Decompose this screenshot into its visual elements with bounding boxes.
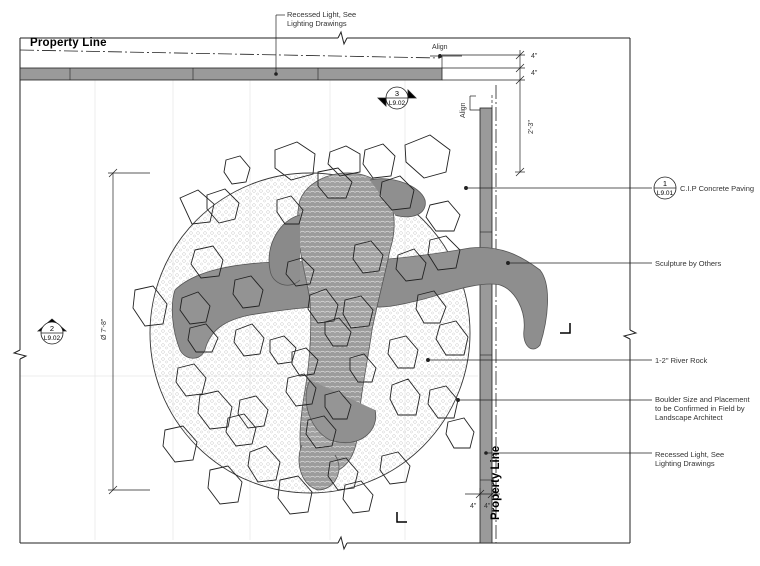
callout-section-top-number: 3 [394,89,400,98]
boulder-label: Boulder Size and Placement to be Confirm… [655,395,750,422]
sculpture-label: Sculpture by Others [655,259,722,268]
top-curb [19,67,443,81]
callout-concrete-number: 1 [662,179,668,188]
right-curb [479,107,493,544]
callout-section-top-sheet: L9.02 [388,100,406,107]
recessed-light-top-label: Recessed Light, See Lighting Drawings [287,10,357,28]
dim-top-4a: 4" [531,53,538,60]
callout-section-top [377,86,417,110]
property-line-top [19,49,441,59]
callout-section-left-sheet: L9.02 [43,335,61,342]
callout-concrete-sheet: L9.01 [656,190,674,197]
dim-diameter: Ø 7'-8" [101,318,108,340]
section-marks [396,323,571,523]
callout-section-left-number: 2 [49,324,55,333]
dim-top-4b: 4" [531,70,538,77]
river-rock-label: 1-2" River Rock [655,356,708,365]
dim-bottom-4b: 4" [484,503,491,510]
diameter-dimension [108,168,150,495]
recessed-light-right-label: Recessed Light, See Lighting Drawings [655,450,725,468]
callout-concrete [653,176,677,200]
leader-lines [275,14,652,454]
dim-bottom-4a: 4" [470,503,477,510]
callout-section-left [36,318,68,345]
property-line-right-label: Property Line [490,445,502,520]
align-top-label: Align [432,44,448,51]
concrete-paving-label: C.I.P Concrete Paving [680,184,755,193]
dim-vertical-2-3: 2'-3" [528,120,535,134]
top-dimensions [430,50,525,177]
sculpture [171,172,548,491]
bottom-dimensions [465,488,500,500]
align-side-label: Align [460,102,467,118]
river-rock-bed [149,172,471,494]
property-line-top-label: Property Line [30,37,107,49]
boulders [132,134,475,515]
